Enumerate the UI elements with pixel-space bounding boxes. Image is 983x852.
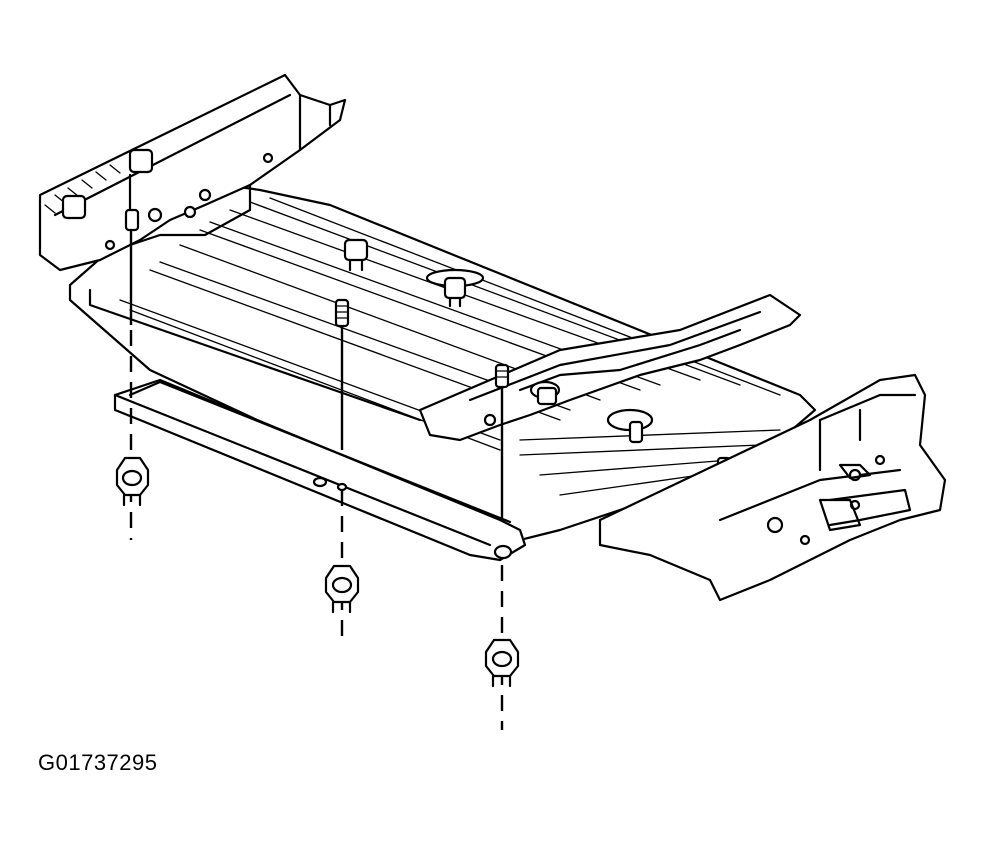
lower-support-rail: [113, 378, 527, 562]
fastener-nut-1: [115, 456, 150, 507]
left-frame-rail: [38, 73, 347, 272]
cross-member: [418, 293, 802, 442]
right-frame-rail: [598, 373, 947, 602]
fastener-nut-2: [324, 564, 360, 614]
figure-id-label: G01737295: [38, 750, 158, 775]
studs: [124, 208, 510, 389]
floor-pan: [68, 178, 817, 547]
fastener-nut-3: [484, 638, 520, 688]
